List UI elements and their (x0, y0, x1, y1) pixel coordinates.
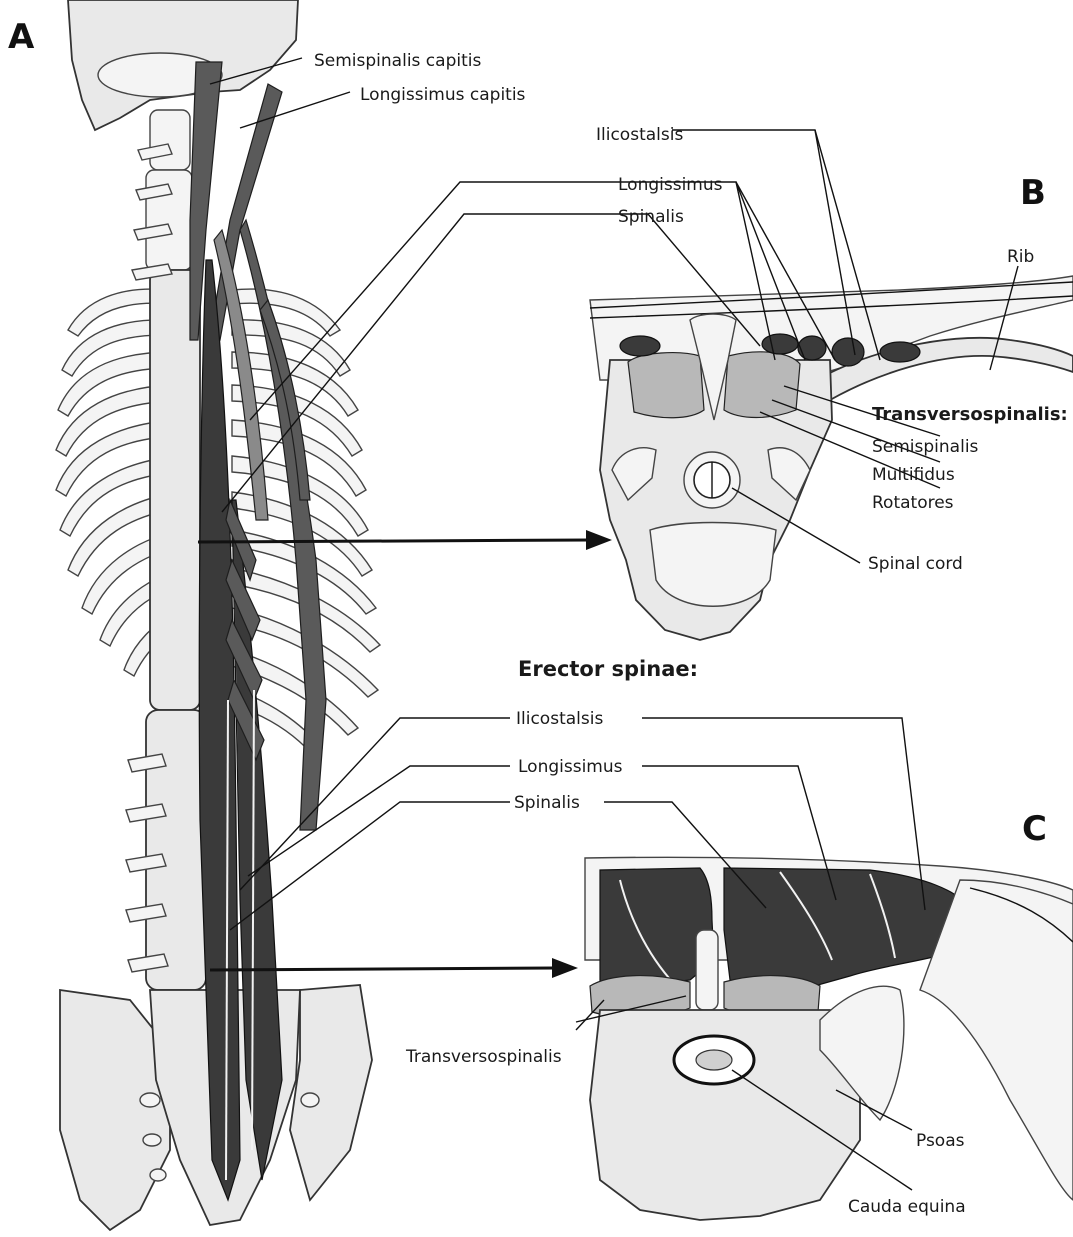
label-longissimus-capitis: Longissimus capitis (360, 85, 526, 105)
panel-label-a: A (8, 17, 35, 57)
label-psoas: Psoas (916, 1131, 965, 1151)
pelvis-right (290, 985, 372, 1200)
label-longissimus-b: Longissimus (618, 175, 723, 195)
label-transversospinalis-header: Transversospinalis: (872, 404, 1068, 425)
label-spinalis-c: Spinalis (514, 793, 580, 813)
label-spinalis-b: Spinalis (618, 207, 684, 227)
abdominal-wall (920, 880, 1073, 1200)
panel-c-lumbar-section (585, 857, 1073, 1220)
label-semispinalis-capitis: Semispinalis capitis (314, 51, 481, 71)
transversospinalis-left (628, 353, 704, 418)
label-cauda-equina: Cauda equina (848, 1197, 966, 1217)
label-multifidus: Multifidus (872, 465, 955, 485)
transversospinalis-right (724, 352, 800, 418)
panel-label-c: C (1022, 809, 1047, 849)
panel-label-b: B (1020, 173, 1046, 213)
label-ilicostalsis-c: Ilicostalsis (516, 709, 603, 729)
vertebral-body-b (650, 523, 776, 607)
label-erector-spinae-header: Erector spinae: (518, 657, 698, 681)
label-transversospinalis-c: Transversospinalis (405, 1047, 562, 1067)
label-ilicostalsis-b: Ilicostalsis (596, 125, 683, 145)
panel-a-spine-illustration (56, 0, 380, 1230)
label-rotatores: Rotatores (872, 493, 954, 513)
label-rib: Rib (1007, 247, 1034, 267)
label-semispinalis: Semispinalis (872, 437, 979, 457)
label-longissimus-c: Longissimus (518, 757, 623, 777)
label-spinal-cord: Spinal cord (868, 554, 963, 574)
